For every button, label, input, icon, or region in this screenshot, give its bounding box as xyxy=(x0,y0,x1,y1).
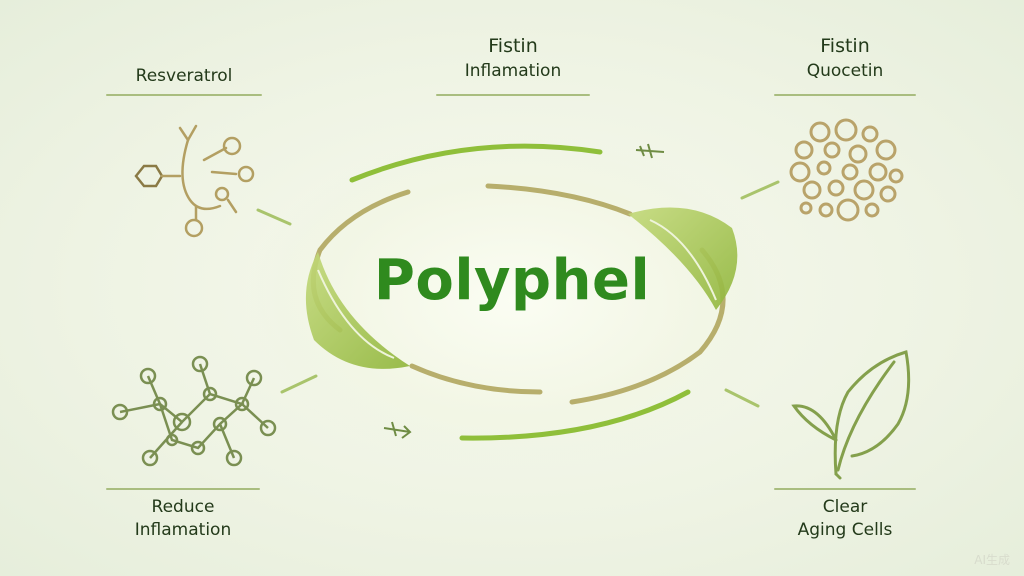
label-top-center: Fistin Inflamation xyxy=(436,34,590,83)
label-top-center-line1: Fistin xyxy=(488,35,538,57)
label-bottom-right-line1: Clear xyxy=(822,497,868,517)
label-bottom-left: Reduce Inflamation xyxy=(106,496,260,542)
rule-top-left xyxy=(106,94,262,96)
right-leaf xyxy=(628,207,738,310)
connector-bottom-left xyxy=(280,374,318,394)
label-top-center-line2: Inflamation xyxy=(464,60,562,81)
rule-bottom-left xyxy=(106,488,260,490)
right-leaf-vein xyxy=(649,219,717,301)
label-bottom-left-line1: Reduce xyxy=(151,497,215,517)
center-title: Polyphel xyxy=(373,248,651,313)
inner-bottom-arc xyxy=(409,363,543,395)
outer-top-arc xyxy=(349,143,603,183)
molecule-network-icon xyxy=(111,355,277,467)
rule-top-right xyxy=(774,94,916,96)
label-top-left: Resveratrol xyxy=(106,65,262,88)
inner-top-arc xyxy=(485,183,633,217)
resveratrol-molecule-icon xyxy=(134,124,255,238)
corner-connectors xyxy=(256,180,780,408)
leaf-outline-icon xyxy=(791,350,911,480)
label-top-right-line1: Fistin xyxy=(820,35,870,57)
quercetin-molecule-cluster-icon xyxy=(789,118,904,222)
left-leaf-vein xyxy=(317,269,395,359)
arrow-top-right-icon xyxy=(635,143,665,159)
rule-top-center xyxy=(436,94,590,96)
connector-bottom-right xyxy=(724,388,760,408)
watermark: AI生成 xyxy=(974,553,1010,567)
label-top-right-line2: Quocetin xyxy=(806,60,884,81)
left-leaf xyxy=(305,252,410,369)
label-bottom-right-line2: Aging Cells xyxy=(797,519,893,540)
label-top-right: Fistin Quocetin xyxy=(774,34,916,83)
outer-bottom-arc xyxy=(459,389,691,441)
connector-top-right xyxy=(740,180,780,200)
label-bottom-right: Clear Aging Cells xyxy=(774,496,916,542)
arrow-bottom-left-icon xyxy=(383,421,412,439)
connector-top-left xyxy=(256,208,292,226)
rule-bottom-right xyxy=(774,488,916,490)
label-top-left-line1: Resveratrol xyxy=(135,66,233,86)
label-bottom-left-line2: Inflamation xyxy=(134,519,232,540)
